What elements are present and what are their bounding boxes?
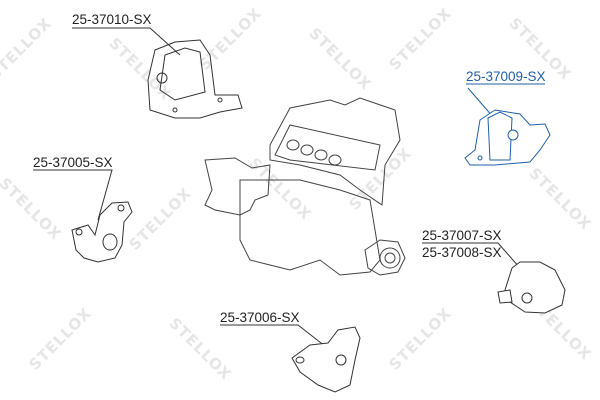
part-label-37006[interactable]: 25-37006-SX <box>220 310 300 325</box>
leader-line <box>220 324 331 351</box>
part-label-37008[interactable]: 25-37008-SX <box>422 245 502 260</box>
engine-illustration <box>204 97 406 276</box>
part-label-37007[interactable]: 25-37007-SX <box>422 228 502 243</box>
mount-part-37009 <box>464 109 551 166</box>
part-label-37009[interactable]: 25-37009-SX <box>466 69 546 84</box>
mount-part-37006 <box>291 326 361 393</box>
part-label-37010[interactable]: 25-37010-SX <box>72 12 152 27</box>
leader-line <box>72 27 181 56</box>
part-label-37005[interactable]: 25-37005-SX <box>33 155 113 170</box>
mount-part-37007 <box>497 261 566 314</box>
mount-part-37005 <box>71 201 133 263</box>
leader-line <box>422 242 521 269</box>
leader-line <box>33 169 113 221</box>
mount-part-37010 <box>147 39 243 119</box>
